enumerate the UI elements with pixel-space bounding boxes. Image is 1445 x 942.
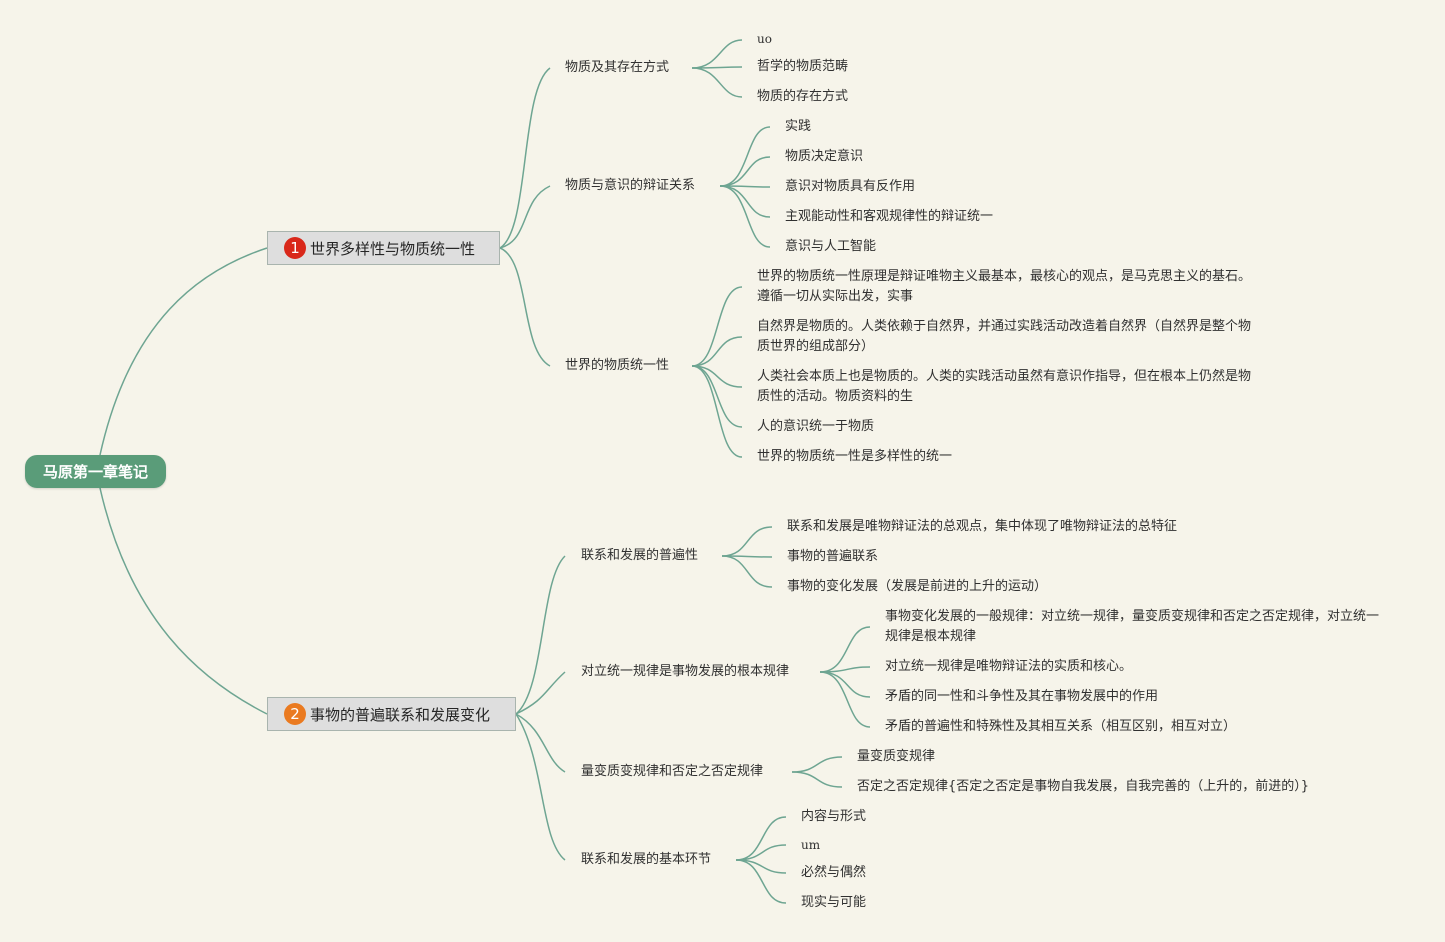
main-topic-label: 世界多样性与物质统一性 [310, 239, 476, 258]
leaf-node[interactable]: 否定之否定规律{否定之否定是事物自我发展，自我完善的（上升的，前进的）} [857, 779, 1310, 794]
subtopic-matter-existence[interactable]: 物质及其存在方式 [565, 60, 670, 75]
number-1-badge-icon: 1 [284, 237, 306, 259]
subtopic-universality[interactable]: 联系和发展的普遍性 [581, 548, 699, 563]
main-topic-1[interactable]: 1 世界多样性与物质统一性 [267, 231, 500, 265]
leaf-node[interactable]: 量变质变规律 [857, 749, 936, 764]
leaf-node[interactable]: um [801, 838, 821, 852]
leaf-node[interactable]: 人类社会本质上也是物质的。人类的实践活动虽然有意识作指导，但在根本上仍然是物质性… [757, 369, 1252, 404]
leaf-node[interactable]: 人的意识统一于物质 [757, 419, 875, 434]
leaf-node[interactable]: 意识对物质具有反作用 [785, 179, 916, 194]
leaf-node[interactable]: 物质决定意识 [785, 149, 864, 164]
leaf-node[interactable]: 内容与形式 [801, 809, 867, 824]
leaf-node[interactable]: 世界的物质统一性原理是辩证唯物主义最基本，最核心的观点，是马克思主义的基石。遵循… [757, 269, 1252, 304]
leaf-node[interactable]: 世界的物质统一性是多样性的统一 [757, 449, 953, 464]
leaf-node[interactable]: 事物的普遍联系 [787, 549, 879, 564]
subtopic-quantity-quality-negation[interactable]: 量变质变规律和否定之否定规律 [581, 764, 764, 779]
subtopic-material-unity[interactable]: 世界的物质统一性 [565, 358, 670, 373]
subtopic-unity-of-opposites[interactable]: 对立统一规律是事物发展的根本规律 [581, 664, 790, 679]
main-topic-label: 事物的普遍联系和发展变化 [310, 705, 491, 724]
leaf-node[interactable]: 自然界是物质的。人类依赖于自然界，并通过实践活动改造着自然界（自然界是整个物质世… [757, 319, 1252, 354]
leaf-node[interactable]: 实践 [785, 119, 812, 134]
leaf-node[interactable]: 对立统一规律是唯物辩证法的实质和核心。 [885, 659, 1133, 674]
leaf-node[interactable]: 事物的变化发展（发展是前进的上升的运动） [787, 579, 1048, 594]
leaf-node[interactable]: 矛盾的同一性和斗争性及其在事物发展中的作用 [885, 689, 1159, 704]
leaf-node[interactable]: 联系和发展是唯物辩证法的总观点，集中体现了唯物辩证法的总特征 [787, 519, 1178, 534]
subtopic-matter-consciousness[interactable]: 物质与意识的辩证关系 [565, 178, 696, 193]
root-node[interactable]: 马原第一章笔记 [25, 455, 166, 488]
main-topic-2[interactable]: 2 事物的普遍联系和发展变化 [267, 697, 516, 731]
leaf-node[interactable]: uo [757, 32, 772, 46]
number-2-badge-icon: 2 [284, 703, 306, 725]
leaf-node[interactable]: 哲学的物质范畴 [757, 59, 849, 74]
leaf-node[interactable]: 现实与可能 [801, 895, 867, 910]
leaf-node[interactable]: 主观能动性和客观规律性的辩证统一 [785, 209, 994, 224]
leaf-node[interactable]: 矛盾的普遍性和特殊性及其相互关系（相互区别，相互对立） [885, 719, 1237, 734]
leaf-node[interactable]: 意识与人工智能 [785, 239, 877, 254]
leaf-node[interactable]: 事物变化发展的一般规律：对立统一规律，量变质变规律和否定之否定规律，对立统一规律… [885, 609, 1380, 644]
leaf-node[interactable]: 必然与偶然 [801, 865, 867, 880]
subtopic-basic-links[interactable]: 联系和发展的基本环节 [581, 852, 712, 867]
leaf-node[interactable]: 物质的存在方式 [757, 89, 849, 104]
